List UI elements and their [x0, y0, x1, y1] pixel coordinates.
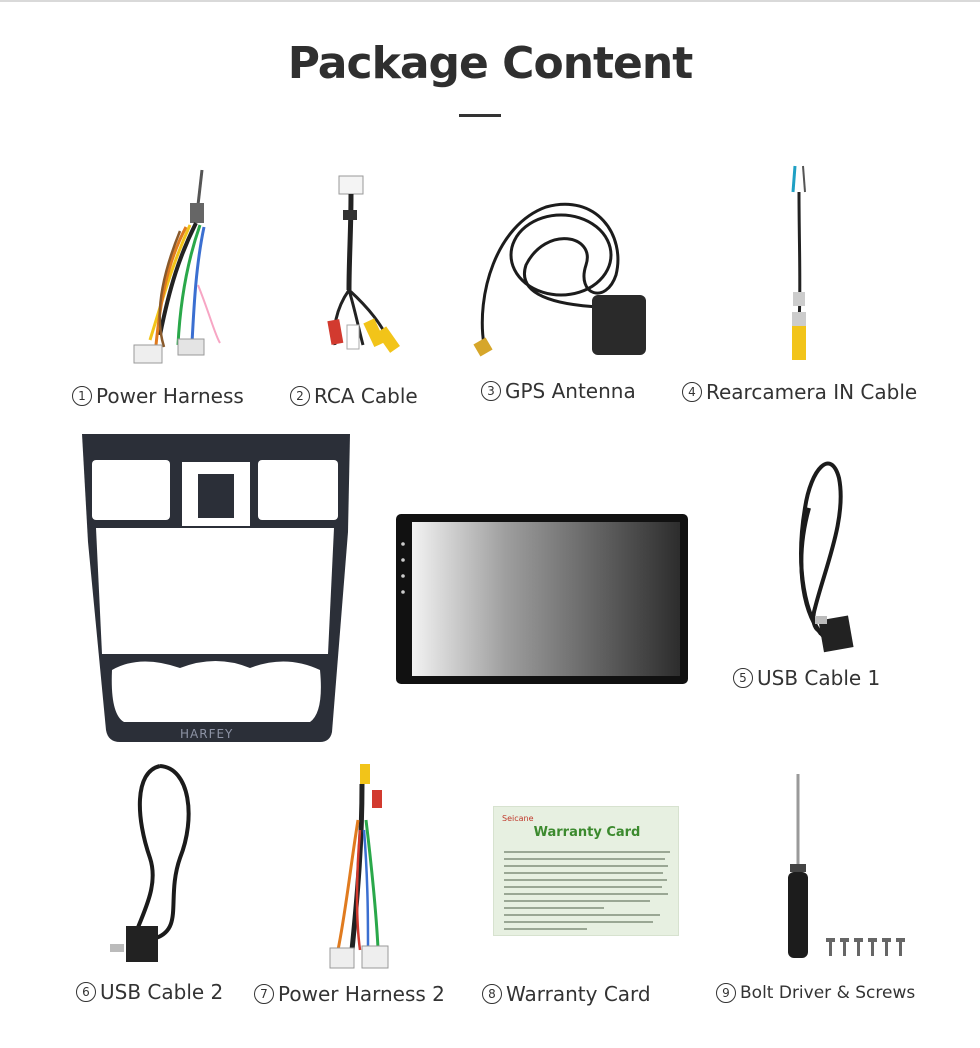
item-4-number: 4: [682, 382, 702, 402]
item-3-number: 3: [481, 381, 501, 401]
item-8-number: 8: [482, 984, 502, 1004]
item-1-number: 1: [72, 386, 92, 406]
item-2-caption: 2 RCA Cable: [290, 384, 418, 408]
item-1-label: Power Harness: [96, 384, 244, 408]
head-unit-image: [396, 514, 688, 684]
item-5-number: 5: [733, 668, 753, 688]
rearcamera-cable-image: [791, 165, 806, 360]
item-9-number: 9: [716, 983, 736, 1003]
item-7-label: Power Harness 2: [278, 982, 445, 1006]
page-title: Package Content: [287, 38, 694, 89]
rca-cable-image: [327, 175, 400, 353]
dash-frame-image: [82, 434, 350, 742]
warranty-card-brand: Seicane: [502, 814, 534, 823]
item-4-caption: 4 Rearcamera IN Cable: [682, 380, 917, 404]
item-2-label: RCA Cable: [314, 384, 418, 408]
screws-icon: [826, 938, 905, 956]
item-7-number: 7: [254, 984, 274, 1004]
warranty-card-image: Seicane Warranty Card: [493, 806, 679, 936]
item-6-number: 6: [76, 982, 96, 1002]
power-harness-image: [133, 169, 221, 364]
top-divider: [0, 0, 980, 2]
item-1-caption: 1 Power Harness: [72, 384, 244, 408]
item-5-label: USB Cable 1: [757, 666, 881, 690]
item-4-label: Rearcamera IN Cable: [706, 380, 918, 404]
item-8-caption: 8 Warranty Card: [482, 982, 651, 1006]
item-3-caption: 3 GPS Antenna: [481, 379, 636, 403]
item-8-label: Warranty Card: [506, 982, 651, 1006]
item-9-label: Bolt Driver & Screws: [740, 983, 916, 1003]
warranty-card-text-lines: [504, 851, 670, 935]
watermark: HARFEY: [180, 727, 234, 741]
item-2-number: 2: [290, 386, 310, 406]
item-7-caption: 7 Power Harness 2: [254, 982, 445, 1006]
usb-cable-2-image: [110, 764, 191, 962]
warranty-card-title: Warranty Card: [533, 825, 641, 840]
item-6-caption: 6 USB Cable 2: [76, 980, 223, 1004]
title-underline: [459, 114, 501, 117]
gps-antenna-image: [473, 202, 646, 357]
item-3-label: GPS Antenna: [505, 379, 636, 403]
usb-cable-1-image: [799, 461, 854, 653]
item-6-label: USB Cable 2: [100, 980, 224, 1004]
power-harness-2-image: [329, 764, 389, 969]
item-5-caption: 5 USB Cable 1: [733, 666, 880, 690]
item-9-caption: 9 Bolt Driver & Screws: [716, 983, 915, 1003]
screwdriver-image: [788, 774, 905, 958]
